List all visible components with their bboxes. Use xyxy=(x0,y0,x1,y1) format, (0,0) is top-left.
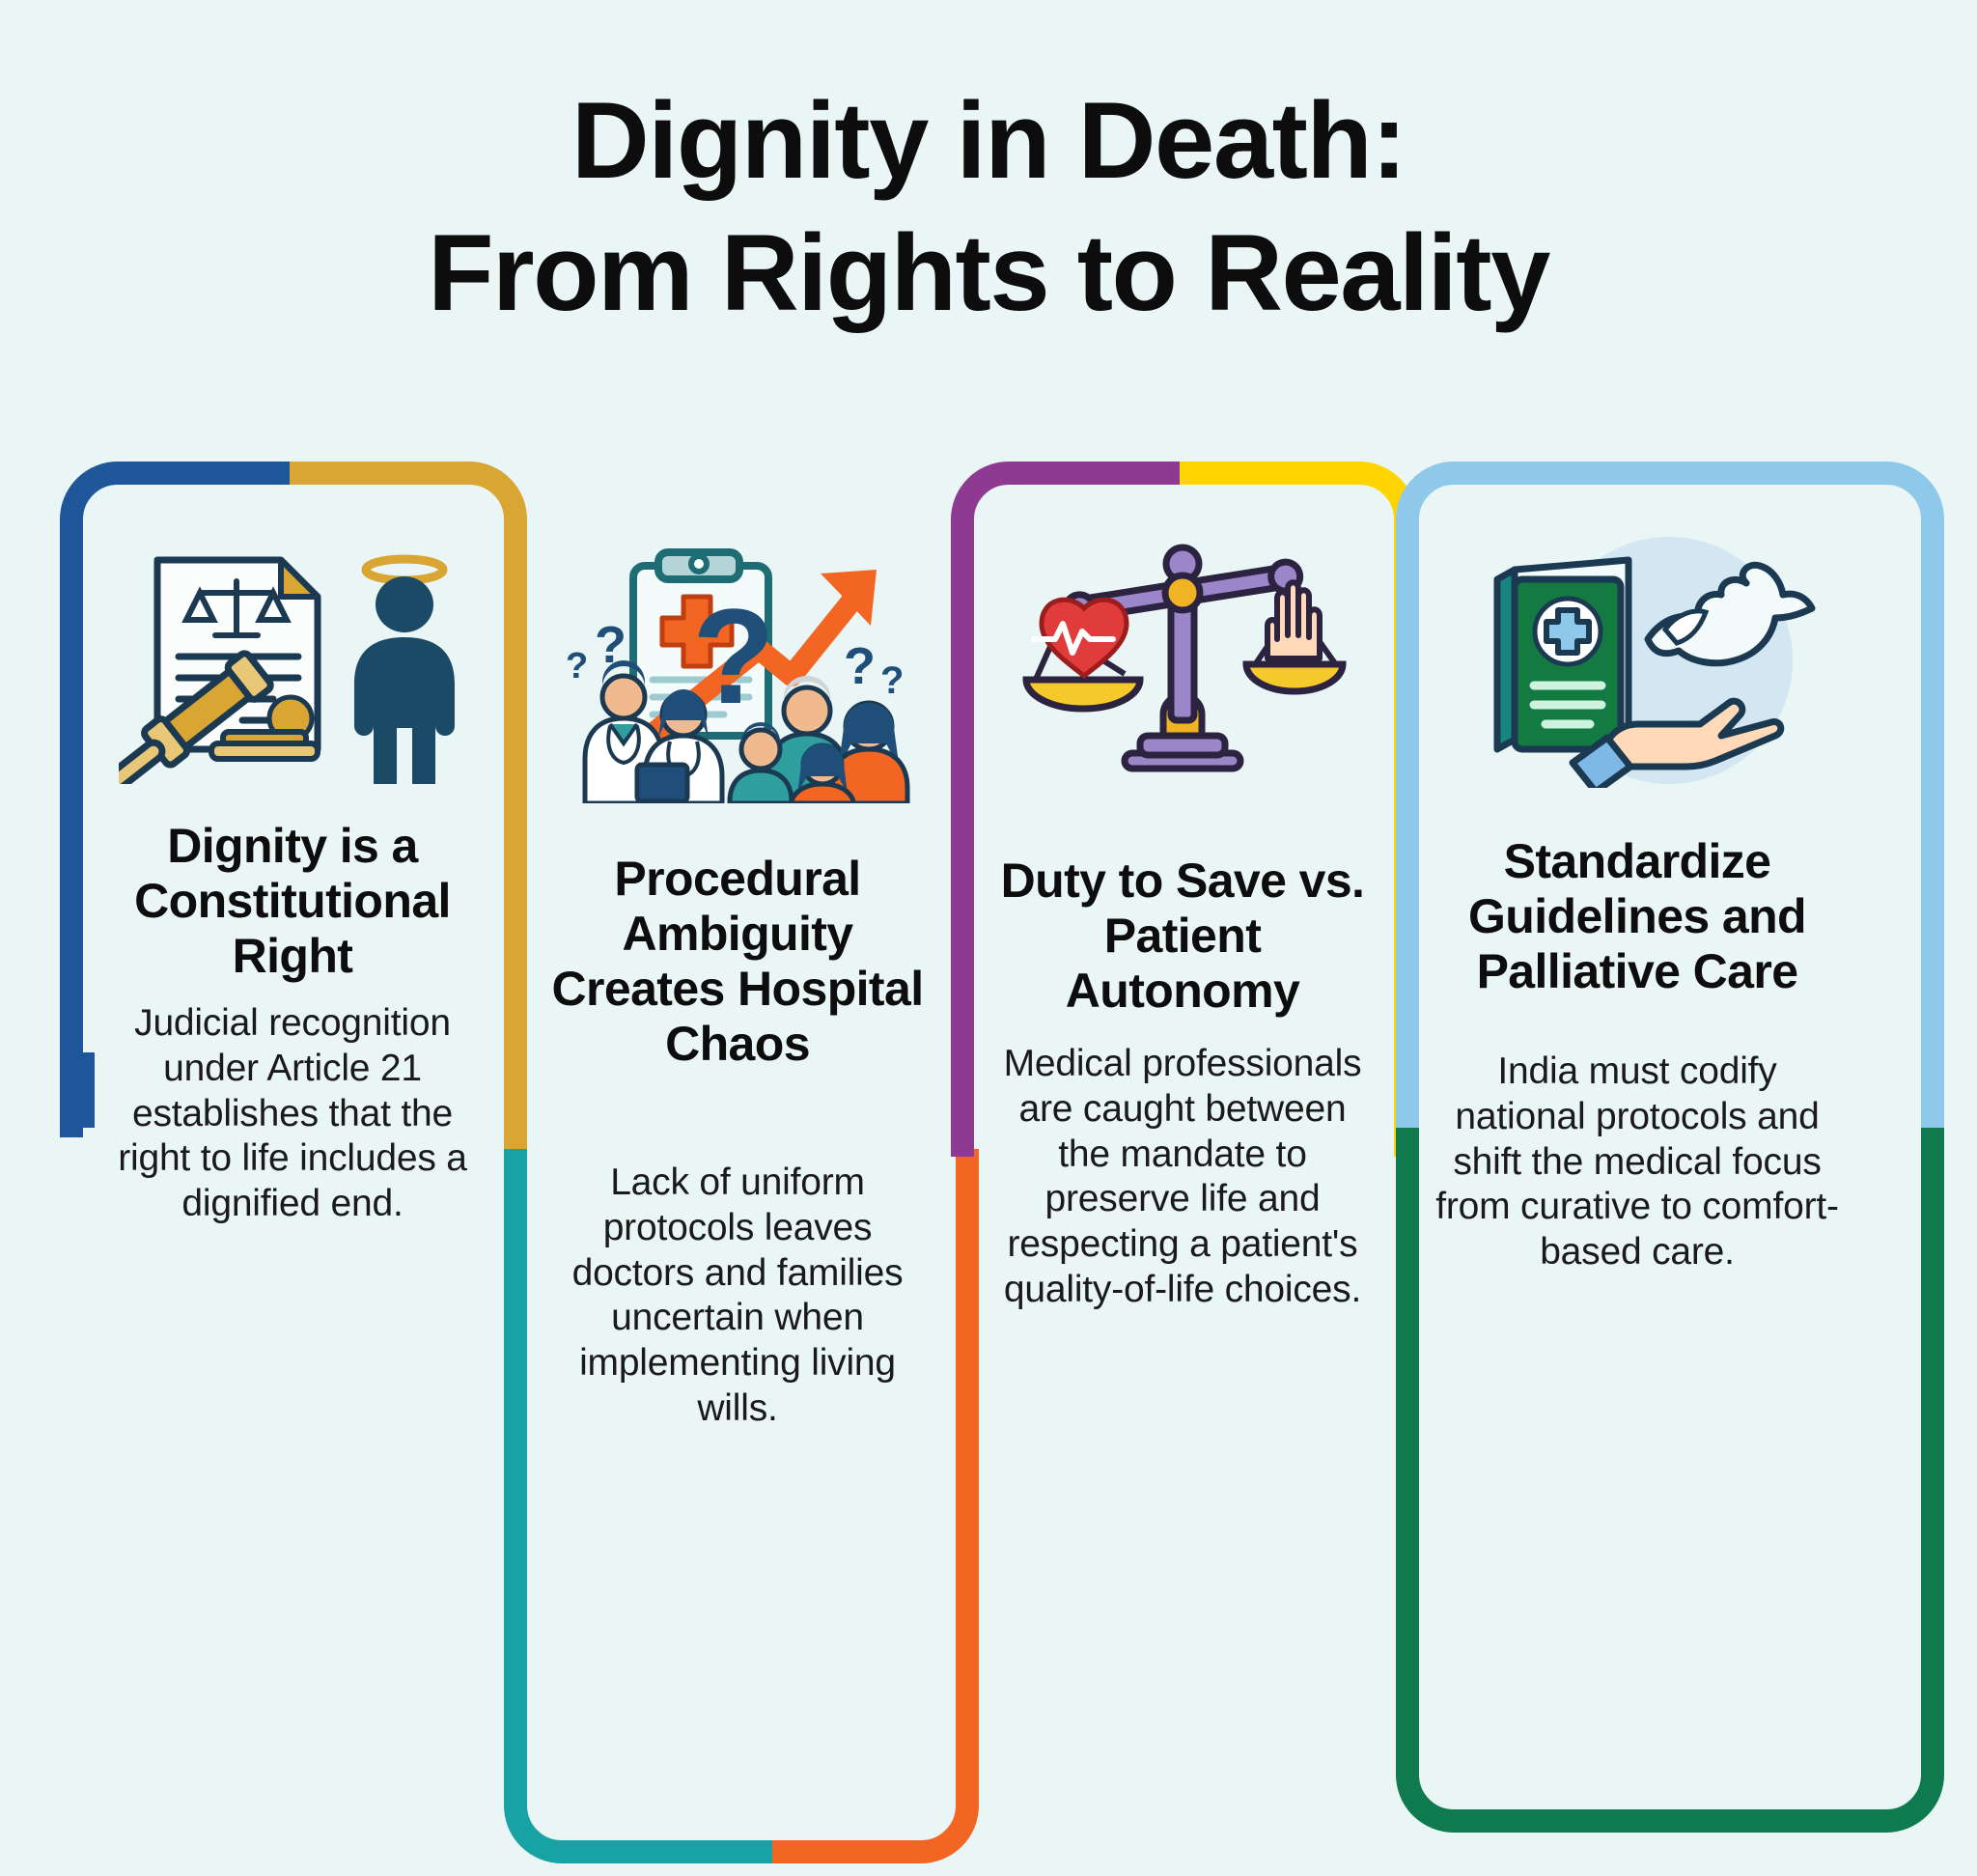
svg-text:?: ? xyxy=(844,637,876,695)
card-body: India must codify national protocols and… xyxy=(1435,1050,1839,1274)
clipboard-doctors-family-question-icon: ? ? ? ? ? xyxy=(543,533,933,803)
card-constitutional-right[interactable]: Dignity is a Constitutional Right Judici… xyxy=(85,533,500,1227)
svg-text:?: ? xyxy=(566,646,588,686)
svg-text:?: ? xyxy=(692,580,775,732)
card-duty-vs-autonomy[interactable]: Duty to Save vs. Patient Autonomy Medica… xyxy=(975,533,1390,1313)
card-title: Dignity is a Constitutional Right xyxy=(134,819,451,983)
legal-document-gavel-person-icon xyxy=(98,533,487,784)
page-title-line-1: Dignity in Death: xyxy=(571,80,1407,201)
card-body: Medical professionals are caught between… xyxy=(1003,1043,1362,1310)
card-body: Lack of uniform protocols leaves doctors… xyxy=(571,1162,904,1429)
card-standardize-guidelines[interactable]: Standardize Guidelines and Palliative Ca… xyxy=(1421,518,1853,1275)
card-title: Procedural Ambiguity Creates Hospital Ch… xyxy=(551,852,925,1071)
page-title-line-2: From Rights to Reality xyxy=(428,211,1550,333)
card-title: Duty to Save vs. Patient Autonomy xyxy=(1000,854,1365,1018)
page-title: Dignity in Death: From Rights to Reality xyxy=(0,75,1977,339)
card-body: Judicial recognition under Article 21 es… xyxy=(118,1002,467,1225)
balance-scale-heart-hand-icon xyxy=(988,533,1377,784)
svg-text:?: ? xyxy=(880,659,904,702)
card-procedural-ambiguity[interactable]: ? ? ? ? ? xyxy=(529,533,946,1432)
medical-guidebook-dove-hand-icon xyxy=(1434,518,1840,788)
card-title: Standardize Guidelines and Palliative Ca… xyxy=(1468,834,1807,998)
